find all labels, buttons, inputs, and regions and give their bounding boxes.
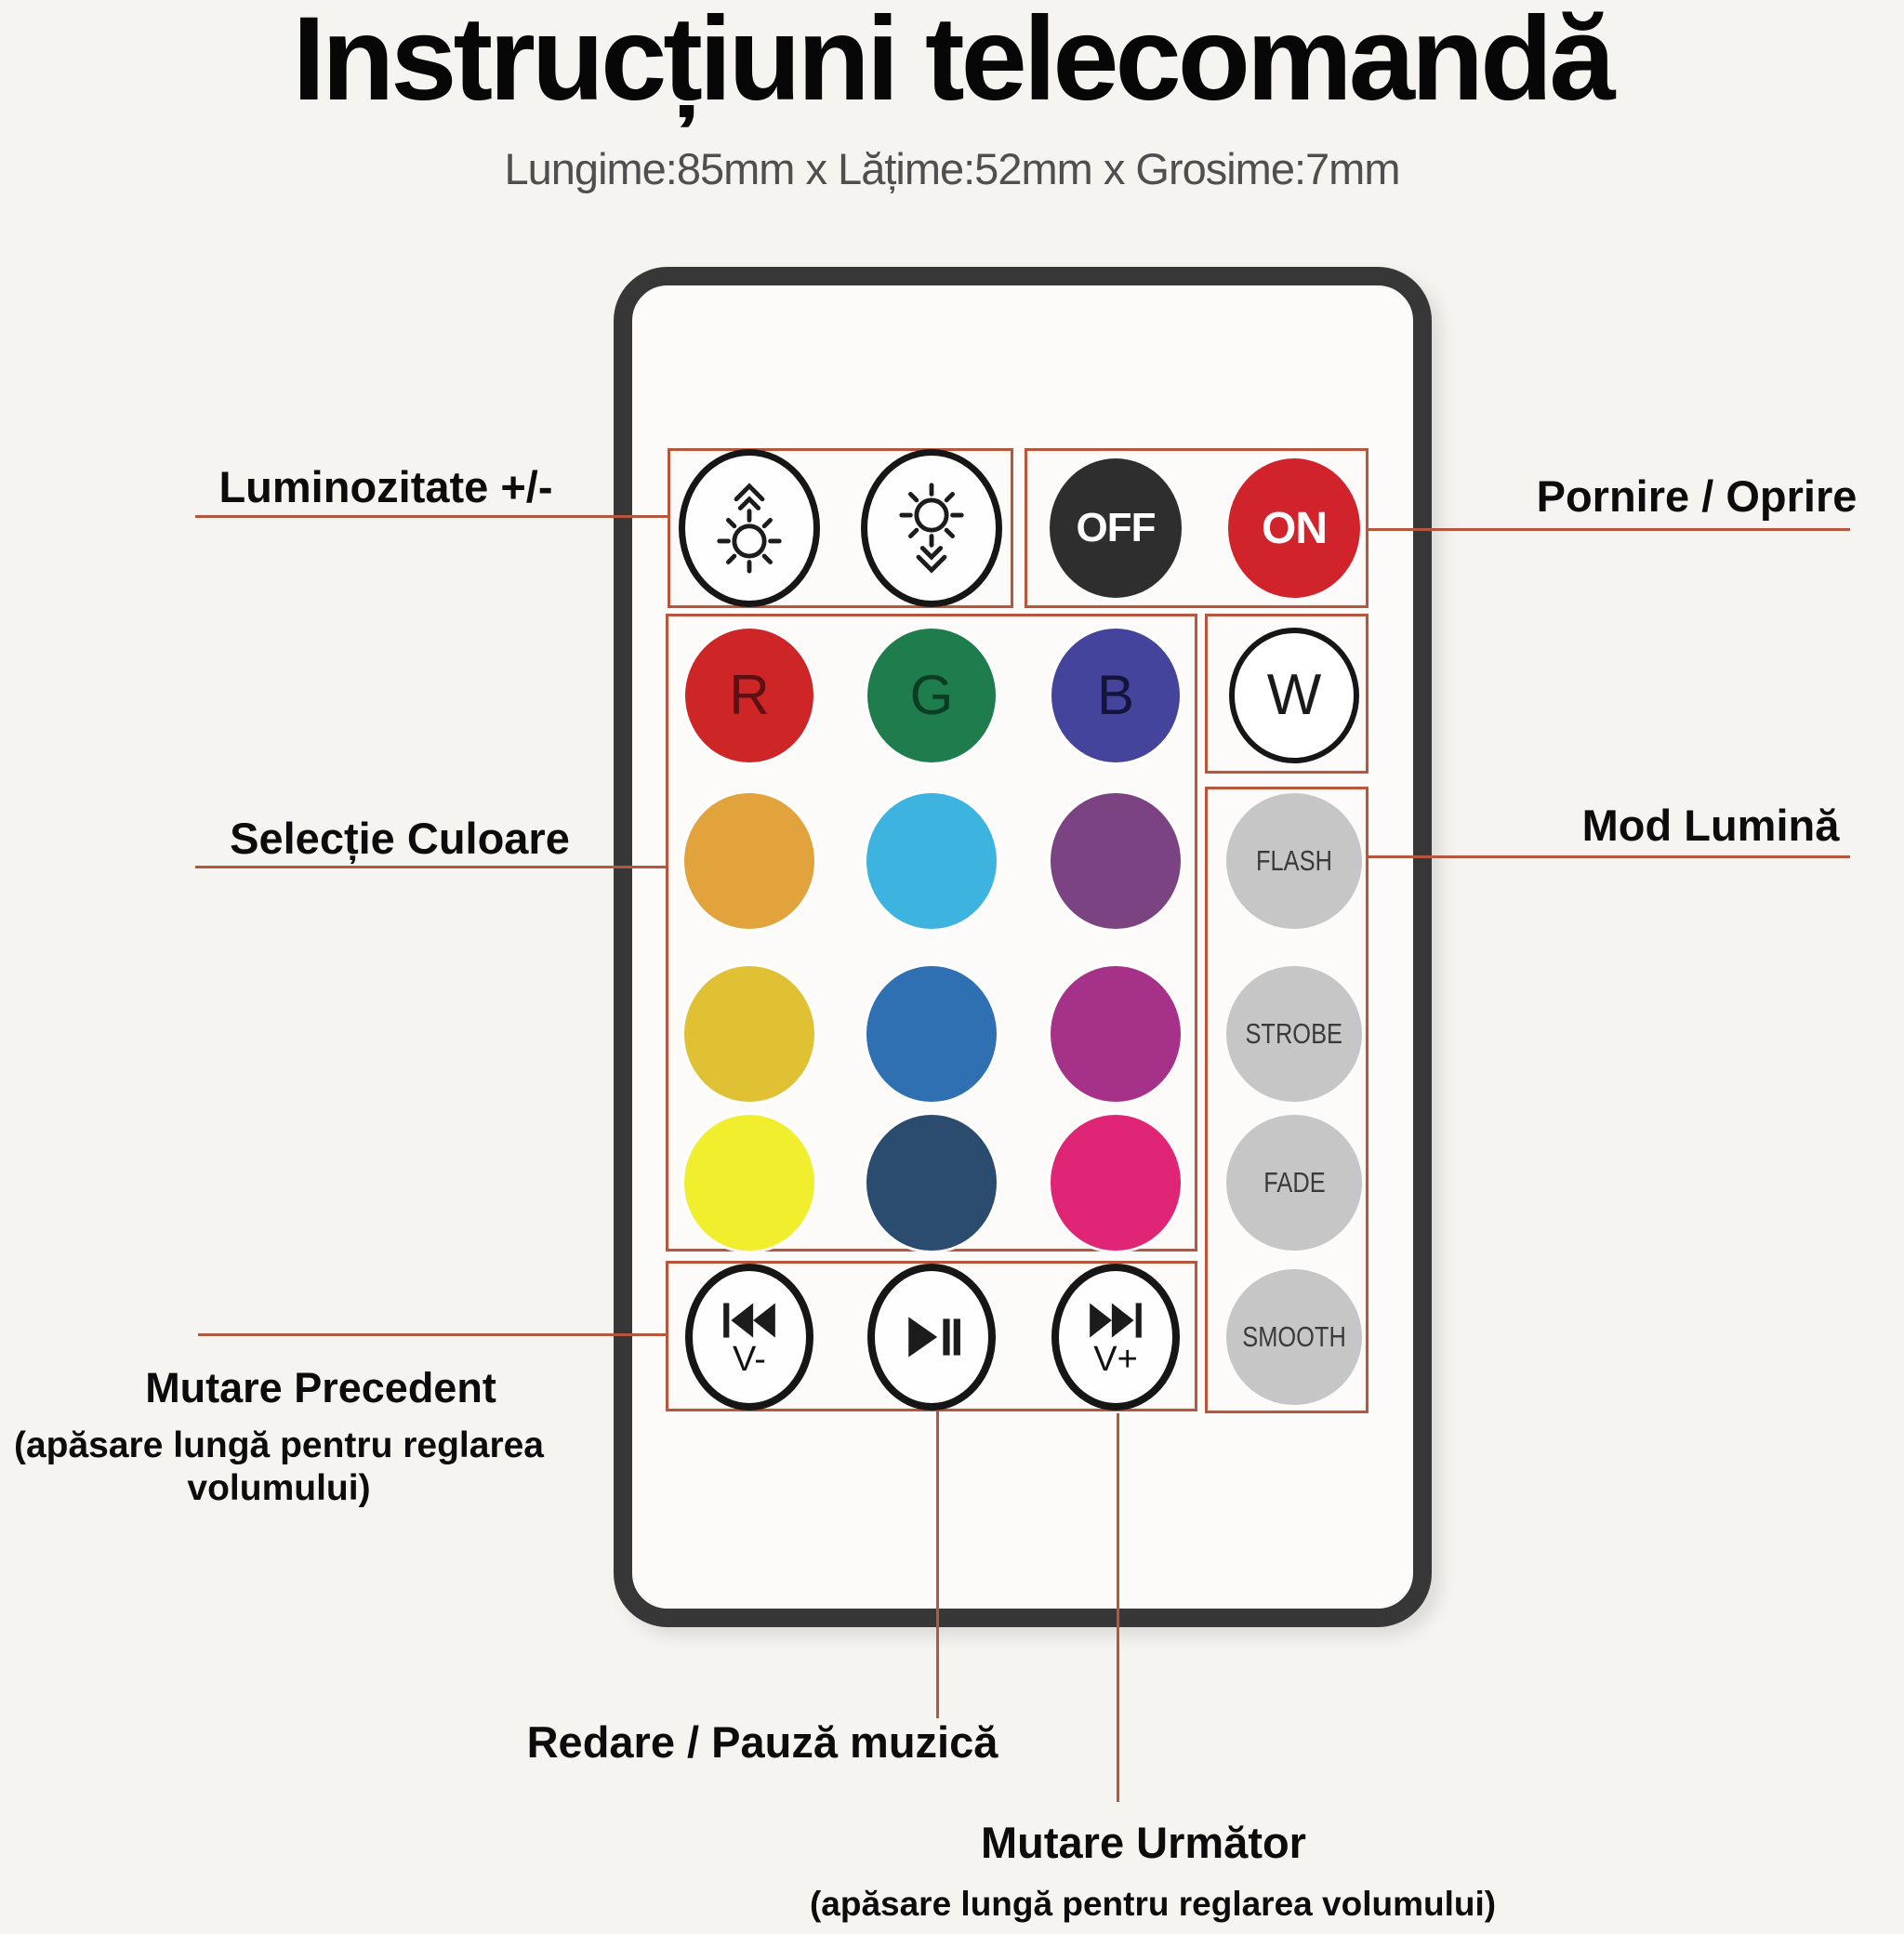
annotation-line-light-mode [1368, 855, 1850, 858]
page-subtitle: Lungime:85mm x Lățime:52mm x Grosime:7mm [504, 144, 1401, 193]
color-swatch-button[interactable] [866, 966, 997, 1102]
mode-flash-button[interactable]: FLASH [1226, 793, 1362, 929]
mode-strobe-button[interactable]: STROBE [1226, 966, 1362, 1102]
brightness-up-icon [709, 478, 789, 578]
color-swatch-button[interactable] [1051, 1115, 1181, 1251]
annotation-line-play [936, 1411, 939, 1718]
color-w-label: W [1266, 663, 1322, 727]
color-b-button[interactable]: B [1051, 629, 1180, 762]
play-pause-icon [901, 1313, 962, 1361]
color-swatch-button[interactable] [1051, 966, 1181, 1102]
mode-fade-label: FADE [1263, 1166, 1326, 1199]
mode-fade-button[interactable]: FADE [1226, 1115, 1362, 1251]
color-w-button[interactable]: W [1229, 628, 1359, 763]
prev-track-label: Mutare Precedent [145, 1364, 496, 1411]
color-g-button[interactable]: G [867, 629, 996, 762]
color-r-button[interactable]: R [685, 629, 813, 762]
light-mode-label: Mod Lumină [1581, 801, 1840, 850]
media-prev-label: V- [733, 1339, 766, 1379]
media-play-pause-button[interactable] [867, 1264, 996, 1411]
play-pause-label: Redare / Pauză muzică [526, 1717, 998, 1767]
skip-back-icon [719, 1299, 780, 1342]
off-button[interactable]: OFF [1050, 458, 1182, 598]
color-r-label: R [729, 664, 770, 726]
off-button-label: OFF [1076, 505, 1157, 550]
media-next-button[interactable]: V+ [1051, 1264, 1180, 1411]
mode-smooth-label: SMOOTH [1242, 1320, 1346, 1353]
power-label: Pornire / Oprire [1536, 471, 1858, 521]
color-swatch-button[interactable] [684, 793, 814, 929]
media-next-label: V+ [1093, 1339, 1138, 1379]
next-track-label: Mutare Următor [981, 1818, 1306, 1867]
brightness-down-icon [892, 478, 972, 578]
on-button[interactable]: ON [1228, 458, 1360, 598]
color-g-label: G [909, 664, 954, 726]
color-swatch-button[interactable] [866, 793, 997, 929]
color-swatch-button[interactable] [1051, 793, 1181, 929]
color-swatch-button[interactable] [866, 1115, 997, 1251]
next-track-sublabel: (apăsare lungă pentru reglarea volumului… [809, 1885, 1497, 1923]
annotation-line-prev [198, 1333, 666, 1336]
page-title: Instrucțiuni telecomandă [292, 0, 1616, 126]
annotation-line-power [1368, 528, 1850, 531]
mode-smooth-button[interactable]: SMOOTH [1226, 1269, 1362, 1405]
color-swatch-button[interactable] [684, 1115, 814, 1251]
brightness-down-button[interactable] [861, 449, 1002, 607]
media-prev-button[interactable]: V- [685, 1264, 813, 1411]
annotation-line-color-select [195, 866, 666, 868]
prev-track-sublabel: (apăsare lungă pentru reglarea volumului… [13, 1425, 545, 1509]
annotation-line-brightness [195, 515, 668, 518]
annotation-line-next [1117, 1413, 1119, 1802]
color-b-label: B [1096, 664, 1135, 726]
color-swatch-button[interactable] [684, 966, 814, 1102]
color-select-label: Selecție Culoare [230, 814, 570, 863]
brightness-up-button[interactable] [679, 449, 820, 607]
on-button-label: ON [1262, 503, 1328, 553]
mode-strobe-label: STROBE [1245, 1017, 1343, 1050]
skip-forward-icon [1085, 1299, 1146, 1342]
brightness-label: Luminozitate +/- [218, 462, 553, 511]
mode-flash-label: FLASH [1256, 844, 1332, 877]
